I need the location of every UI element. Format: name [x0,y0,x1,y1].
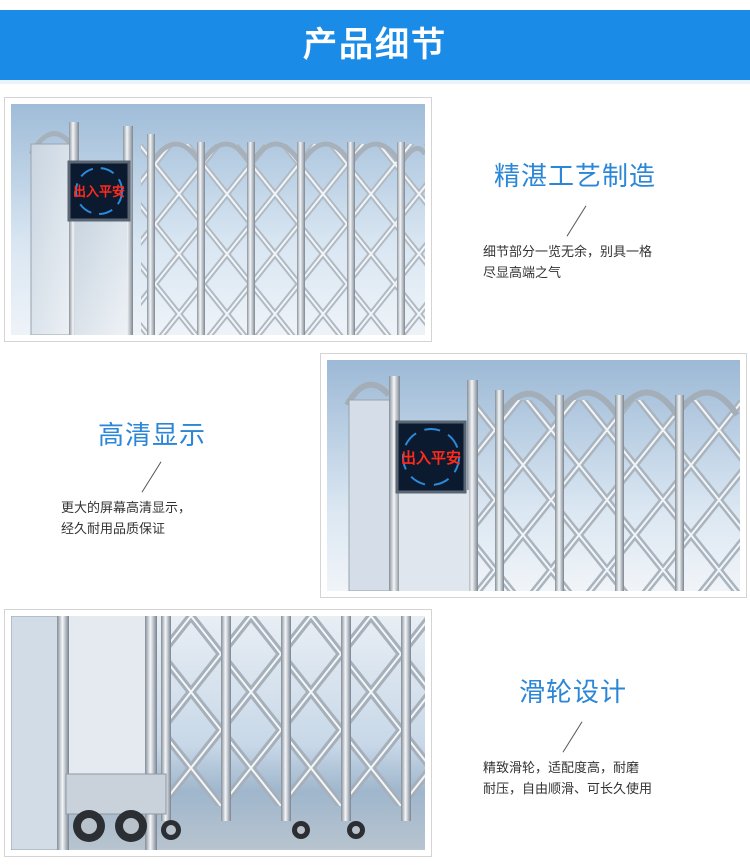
led-display-text: 出入平安 [73,184,125,200]
feature-description: 精致滑轮，适配度高，耐磨 耐压，自由顺滑、可长久使用 [483,758,652,800]
feature-title: 精湛工艺制造 [494,162,657,192]
page-title: 产品细节 [303,25,447,65]
feature-title: 滑轮设计 [519,678,628,708]
header-banner: 产品细节 [0,10,750,84]
gate-image: 出入平安 [11,104,425,335]
description-line-1: 精致滑轮，适配度高，耐磨 [483,761,640,776]
feature-description: 更大的屏幕高清显示， 经久耐用品质保证 [61,498,191,540]
description-line-2: 经久耐用品质保证 [61,522,166,537]
gate-photo-wheels [4,609,432,857]
gate-image: 出入平安 [327,360,740,591]
feature-description: 细节部分一览无余，别具一格 尽显高端之气 [483,242,652,284]
gate-photo-craftsmanship: 出入平安 [4,97,432,342]
wheel-icon [73,810,365,842]
divider-slash [566,205,587,237]
description-line-2: 耐压，自由顺滑、可长久使用 [483,782,653,797]
description-line-1: 更大的屏幕高清显示， [61,501,192,516]
feature-wheels: 滑轮设计 精致滑轮，适配度高，耐磨 耐压，自由顺滑、可长久使用 [483,672,652,797]
description-line-2: 尽显高端之气 [483,266,562,281]
description-line-1: 细节部分一览无余，别具一格 [483,245,653,260]
gate-image [11,616,425,850]
divider-slash [141,461,162,493]
divider-slash [562,721,583,753]
feature-title: 高清显示 [98,421,207,451]
feature-craftsmanship: 精湛工艺制造 细节部分一览无余，别具一格 尽显高端之气 [483,156,657,281]
led-display-text: 出入平安 [401,449,461,467]
gate-photo-display: 出入平安 [320,353,747,598]
feature-display: 高清显示 更大的屏幕高清显示， 经久耐用品质保证 [61,415,207,537]
